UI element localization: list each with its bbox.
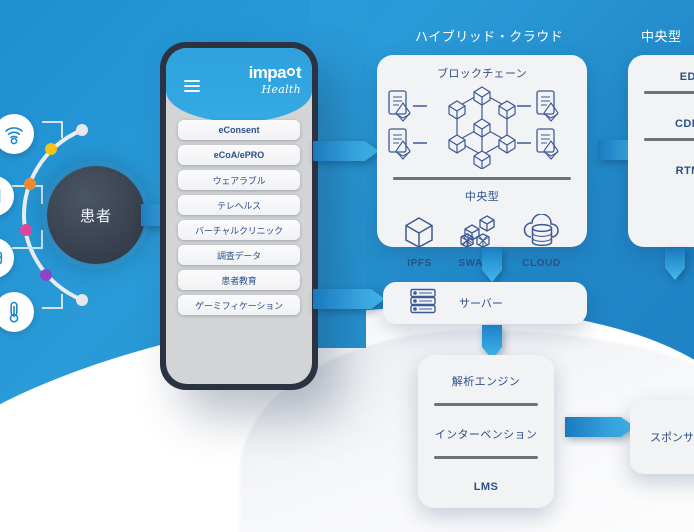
sponsor-label: スポンサー — [650, 432, 694, 444]
hamburger-icon[interactable] — [184, 80, 200, 95]
analysis-divider-1 — [434, 403, 538, 406]
wireless-sensor-icon — [0, 114, 34, 154]
storage-label-cloud: CLOUD — [522, 258, 561, 269]
storage-swarm[interactable]: SWARM — [458, 214, 499, 269]
blockchain-title: ブロックチェーン — [437, 68, 527, 80]
arrow-cloud-to-server — [477, 248, 507, 284]
logo-text-sub: Health — [261, 83, 301, 96]
device-icon-3 — [0, 238, 14, 278]
menu-item-patient-education[interactable]: 患者教育 — [178, 270, 300, 290]
central-row-cdms: CDMS — [675, 118, 694, 130]
menu-item-telehealth[interactable]: テレヘルス — [178, 195, 300, 215]
patient-hub: 患者 — [47, 166, 145, 264]
server-rack-icon — [409, 288, 437, 319]
arrow-server-to-analysis — [477, 325, 507, 361]
centralized-header: 中央型 — [641, 29, 682, 44]
server-card: サーバー — [383, 282, 587, 324]
analysis-divider-2 — [434, 456, 538, 459]
hybrid-cloud-header: ハイブリッド・クラウド — [415, 29, 564, 44]
patient-label: 患者 — [79, 207, 112, 225]
central-row-edc: EDC — [679, 71, 694, 83]
logo-dot-icon — [286, 68, 295, 76]
hybrid-cloud-card: ブロックチェーン — [377, 55, 587, 269]
thermometer-icon — [0, 292, 34, 332]
patient-arc — [12, 121, 88, 309]
centralized-subtitle: 中央型 — [464, 191, 500, 203]
storage-label-swarm: SWARM — [458, 258, 500, 269]
central-divider-1 — [644, 91, 694, 94]
cloud-card-divider — [393, 177, 571, 180]
menu-item-virtual-clinic[interactable]: バーチャルクリニック — [178, 220, 300, 240]
logo-text-tail: t — [295, 63, 302, 82]
arrow-analysis-to-sponsor — [565, 412, 637, 442]
arrow-central-down — [660, 248, 690, 282]
menu-item-econsent[interactable]: eConsent — [178, 120, 300, 140]
central-row-rtms: RTMS — [675, 165, 694, 177]
analysis-row-intervention: インターベンション — [434, 429, 538, 441]
device-icon-2 — [0, 176, 14, 216]
storage-cloud[interactable]: CLOUD — [521, 213, 563, 269]
sponsor-card: スポンサー — [630, 400, 694, 474]
app-menu-list: eConsent eCoA/ePRO ウェアラブル テレヘルス バーチャルクリニ… — [166, 120, 312, 320]
blockchain-diagram — [377, 85, 587, 170]
analysis-card: 解析エンジン インターベンション LMS — [418, 355, 554, 508]
logo-text-main: impa — [248, 63, 287, 82]
analysis-row-lms: LMS — [473, 481, 499, 493]
storage-label-ipfs: IPFS — [407, 258, 432, 269]
analysis-row-engine: 解析エンジン — [451, 376, 521, 388]
server-label: サーバー — [459, 298, 503, 310]
menu-item-survey-data[interactable]: 調査データ — [178, 245, 300, 265]
menu-item-gamification[interactable]: ゲーミフィケーション — [178, 295, 300, 315]
storage-options: IPFS SWARM — [377, 212, 587, 269]
central-divider-2 — [644, 138, 694, 141]
menu-item-ecoa-epro[interactable]: eCoA/ePRO — [178, 145, 300, 165]
arrow-phone-to-cloud — [313, 136, 381, 166]
centralized-card: EDC CDMS RTMS — [628, 55, 694, 247]
menu-item-wearable[interactable]: ウェアラブル — [178, 170, 300, 190]
arrow-phone-to-server — [313, 284, 387, 314]
storage-ipfs[interactable]: IPFS — [401, 214, 437, 269]
